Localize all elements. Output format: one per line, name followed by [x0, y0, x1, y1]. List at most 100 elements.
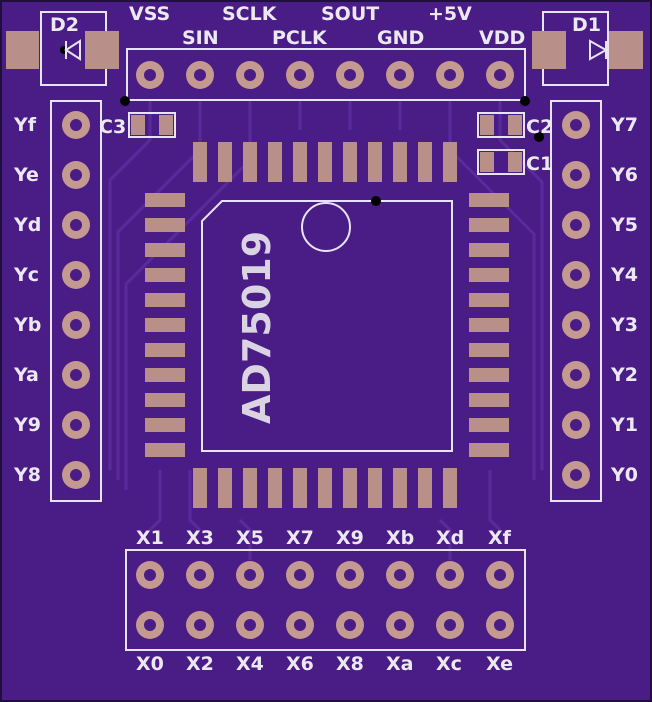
through-hole-pin — [486, 561, 514, 589]
chip-pad-top — [418, 142, 432, 182]
diode-d2: D2 — [6, 11, 119, 86]
through-hole-pin — [236, 61, 264, 89]
label-y9: Y9 — [13, 414, 41, 436]
label-sout: SOUT — [321, 3, 379, 25]
chip-pad-left — [145, 418, 185, 432]
chip-pad-bottom — [343, 468, 357, 508]
chip-pad-right — [469, 368, 509, 382]
chip-pad-bottom — [418, 468, 432, 508]
diode-symbol-icon — [589, 39, 609, 61]
chip-pad-left — [145, 293, 185, 307]
through-hole-pin — [486, 611, 514, 639]
label-xd: Xd — [436, 527, 464, 549]
label-vdd: VDD — [479, 27, 525, 49]
chip-pad-right — [469, 393, 509, 407]
chip-pad-top — [268, 142, 282, 182]
label-x0: X0 — [136, 653, 164, 675]
bottom-header-labels: X1 X3 X5 X7 X9 Xb Xd Xf X0 X2 X4 X6 X8 X… — [136, 527, 513, 675]
through-hole-pin — [186, 611, 214, 639]
through-hole-pin — [136, 561, 164, 589]
label-y5: Y5 — [610, 214, 638, 236]
top-header-labels: VSS SCLK SOUT +5V SIN PCLK GND VDD — [129, 3, 525, 49]
label-y0: Y0 — [610, 464, 638, 486]
silk-dot-top-right — [520, 96, 530, 106]
through-hole-pin — [562, 161, 590, 189]
label-x9: X9 — [336, 527, 364, 549]
capacitor-c3: C3 — [99, 112, 176, 138]
top-header-pins — [136, 61, 514, 89]
chip-pad-bottom — [368, 468, 382, 508]
label-y3: Y3 — [610, 314, 638, 336]
right-header-pins — [562, 111, 590, 489]
left-header-labels: Yf Ye Yd Yc Yb Ya Y9 Y8 — [13, 114, 41, 486]
through-hole-pin — [562, 461, 590, 489]
label-gnd: GND — [377, 27, 424, 49]
label-xe: Xe — [486, 653, 513, 675]
chip-pad-bottom — [218, 468, 232, 508]
label-x7: X7 — [286, 527, 314, 549]
label-x1: X1 — [136, 527, 164, 549]
label-sclk: SCLK — [222, 3, 278, 25]
label-y7: Y7 — [610, 114, 638, 136]
chip-body-outline — [201, 200, 453, 452]
label-y6: Y6 — [610, 164, 638, 186]
chip-pad-left — [145, 443, 185, 457]
chip-pad-right — [469, 218, 509, 232]
through-hole-pin — [62, 261, 90, 289]
chip-pad-bottom — [193, 468, 207, 508]
label-x5: X5 — [236, 527, 264, 549]
through-hole-pin — [562, 111, 590, 139]
label-xa: Xa — [386, 653, 413, 675]
through-hole-pin — [562, 261, 590, 289]
through-hole-pin — [236, 561, 264, 589]
through-hole-pin — [62, 161, 90, 189]
chip-pad-right — [469, 193, 509, 207]
copper-traces — [108, 100, 544, 560]
diode-d1-label: D1 — [572, 14, 601, 36]
top-header-outline — [126, 48, 526, 101]
chip-pad-top — [443, 142, 457, 182]
chip-pad-bottom — [268, 468, 282, 508]
through-hole-pin — [62, 311, 90, 339]
label-yd: Yd — [13, 214, 41, 236]
through-hole-pin — [62, 411, 90, 439]
left-header-outline — [50, 100, 102, 502]
capacitor-c2: C2 — [477, 112, 553, 138]
capacitor-c1: C1 — [477, 149, 553, 175]
label-x6: X6 — [286, 653, 314, 675]
through-hole-pin — [336, 61, 364, 89]
label-yb: Yb — [13, 314, 41, 336]
chip-pad-right — [469, 443, 509, 457]
chip-pad-left — [145, 368, 185, 382]
through-hole-pin — [336, 611, 364, 639]
label-x2: X2 — [186, 653, 214, 675]
chip-pad-left — [145, 243, 185, 257]
chip-pad-left — [145, 218, 185, 232]
chip-pad-right — [469, 343, 509, 357]
label-y8: Y8 — [13, 464, 41, 486]
through-hole-pin — [486, 61, 514, 89]
label-xb: Xb — [386, 527, 414, 549]
through-hole-pin — [186, 61, 214, 89]
through-hole-pin — [386, 611, 414, 639]
chip-pad-top — [343, 142, 357, 182]
through-hole-pin — [62, 361, 90, 389]
label-5v: +5V — [428, 3, 472, 25]
through-hole-pin — [436, 561, 464, 589]
capacitor-c2-label: C2 — [526, 116, 553, 138]
label-xf: Xf — [488, 527, 512, 549]
through-hole-pin — [286, 61, 314, 89]
right-header-outline — [550, 100, 602, 502]
chip-pad-bottom — [243, 468, 257, 508]
label-ye: Ye — [13, 164, 39, 186]
chip-pad-left — [145, 393, 185, 407]
chip-pad-right — [469, 318, 509, 332]
through-hole-pin — [562, 311, 590, 339]
chip-pad-left — [145, 343, 185, 357]
label-pclk: PCLK — [272, 27, 328, 49]
label-y2: Y2 — [610, 364, 638, 386]
silk-dot-chip — [371, 196, 381, 206]
chip-name: AD75019 — [235, 231, 279, 424]
chip-pad-right — [469, 418, 509, 432]
chip-pad-left — [145, 193, 185, 207]
